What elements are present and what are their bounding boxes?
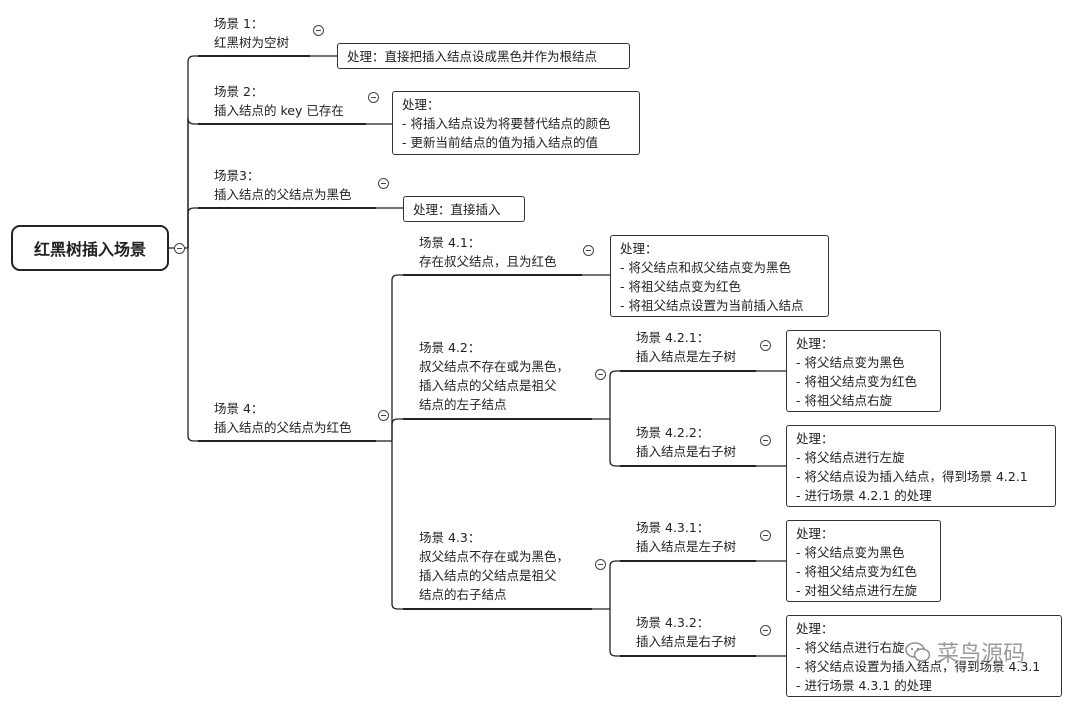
collapse-toggle-icon[interactable] — [378, 410, 389, 421]
scene-4-3-2-condition: 插入结点是右子树 — [636, 634, 737, 649]
scene-4-2-node[interactable]: 场景 4.2： 叔父结点不存在或为黑色， 插入结点的父结点是祖父 结点的左子结点 — [419, 338, 569, 414]
scene-4-3-2-node[interactable]: 场景 4.3.2： 插入结点是右子树 — [636, 613, 736, 651]
handling-line: - 将父结点进行左旋 — [796, 450, 905, 465]
scene-4-condition: 插入结点的父结点为红色 — [214, 420, 352, 435]
collapse-toggle-icon[interactable] — [583, 245, 594, 256]
collapse-toggle-icon[interactable] — [368, 92, 379, 103]
scene-2-handling-box[interactable]: 处理： - 将插入结点设为将要替代结点的颜色 - 更新当前结点的值为插入结点的值 — [392, 91, 640, 155]
scene-3-node[interactable]: 场景3： 插入结点的父结点为黑色 — [214, 166, 352, 204]
handling-line: 处理： — [796, 431, 834, 446]
handling-line: 处理： — [402, 97, 440, 112]
scene-4-3-condition: 插入结点的父结点是祖父 — [419, 568, 557, 583]
handling-line: - 将父结点设置为插入结点，得到场景 4.3.1 — [796, 659, 1041, 674]
handling-line: 处理： — [796, 621, 834, 636]
collapse-toggle-icon[interactable] — [760, 435, 771, 446]
scene-1-title: 场景 1： — [214, 16, 264, 31]
scene-4-2-1-title: 场景 4.2.1： — [636, 330, 710, 345]
scene-4-title: 场景 4： — [214, 401, 264, 416]
scene-4-3-1-title: 场景 4.3.1： — [636, 520, 710, 535]
scene-3-handling-box[interactable]: 处理：直接插入 — [403, 196, 525, 222]
scene-4-2-1-condition: 插入结点是左子树 — [636, 349, 737, 364]
collapse-toggle-icon[interactable] — [595, 559, 606, 570]
handling-line: - 将父结点设为插入结点，得到场景 4.2.1 — [796, 469, 1028, 484]
scene-4-node[interactable]: 场景 4： 插入结点的父结点为红色 — [214, 399, 352, 437]
scene-4-3-2-title: 场景 4.3.2： — [636, 615, 710, 630]
handling-line: 处理：直接把插入结点设成黑色并作为根结点 — [347, 49, 598, 64]
collapse-toggle-icon[interactable] — [760, 340, 771, 351]
scene-4-2-2-handling-box[interactable]: 处理： - 将父结点进行左旋 - 将父结点设为插入结点，得到场景 4.2.1 -… — [786, 425, 1056, 507]
scene-4-1-handling-box[interactable]: 处理： - 将父结点和叔父结点变为黑色 - 将祖父结点变为红色 - 将祖父结点设… — [610, 235, 829, 317]
scene-4-3-1-condition: 插入结点是左子树 — [636, 539, 737, 554]
scene-2-title: 场景 2： — [214, 84, 264, 99]
scene-4-1-node[interactable]: 场景 4.1： 存在叔父结点，且为红色 — [419, 233, 557, 271]
handling-line: - 将父结点进行右旋 — [796, 640, 905, 655]
collapse-toggle-icon[interactable] — [595, 369, 606, 380]
scene-1-node[interactable]: 场景 1： 红黑树为空树 — [214, 14, 289, 52]
handling-line: - 将插入结点设为将要替代结点的颜色 — [402, 116, 611, 131]
scene-4-2-2-condition: 插入结点是右子树 — [636, 444, 737, 459]
scene-4-3-condition: 结点的右子结点 — [419, 587, 507, 602]
scene-4-2-2-title: 场景 4.2.2： — [636, 425, 710, 440]
handling-line: - 进行场景 4.2.1 的处理 — [796, 488, 932, 503]
handling-line: - 将祖父结点设置为当前插入结点 — [620, 298, 804, 313]
scene-3-title: 场景3： — [214, 168, 260, 183]
handling-line: - 将父结点变为黑色 — [796, 355, 905, 370]
handling-line: 处理： — [620, 241, 658, 256]
root-node[interactable]: 红黑树插入场景 — [11, 225, 169, 271]
collapse-toggle-icon[interactable] — [313, 25, 324, 36]
handling-line: 处理： — [796, 336, 834, 351]
watermark-text: 菜鸟源码 — [937, 642, 1026, 667]
collapse-toggle-icon[interactable] — [760, 530, 771, 541]
scene-4-1-title: 场景 4.1： — [419, 235, 481, 250]
scene-4-2-2-node[interactable]: 场景 4.2.2： 插入结点是右子树 — [636, 423, 736, 461]
scene-4-2-condition: 结点的左子结点 — [419, 397, 507, 412]
scene-4-2-1-handling-box[interactable]: 处理： - 将父结点变为黑色 - 将祖父结点变为红色 - 将祖父结点右旋 — [786, 330, 941, 412]
handling-line: - 对祖父结点进行左旋 — [796, 583, 917, 598]
handling-line: - 将祖父结点变为红色 — [796, 374, 917, 389]
handling-line: 处理：直接插入 — [413, 202, 501, 217]
collapse-toggle-icon[interactable] — [760, 625, 771, 636]
scene-4-3-1-node[interactable]: 场景 4.3.1： 插入结点是左子树 — [636, 518, 736, 556]
scene-1-condition: 红黑树为空树 — [214, 35, 290, 50]
scene-4-3-title: 场景 4.3： — [419, 530, 481, 545]
scene-4-1-condition: 存在叔父结点，且为红色 — [419, 254, 557, 269]
collapse-toggle-icon[interactable] — [378, 178, 389, 189]
handling-line: - 将父结点和叔父结点变为黑色 — [620, 260, 791, 275]
scene-1-handling-box[interactable]: 处理：直接把插入结点设成黑色并作为根结点 — [337, 43, 630, 69]
scene-4-3-condition: 叔父结点不存在或为黑色， — [419, 549, 570, 564]
handling-line: - 将祖父结点右旋 — [796, 393, 892, 408]
handling-line: - 更新当前结点的值为插入结点的值 — [402, 135, 598, 150]
handling-line: - 将祖父结点变为红色 — [796, 564, 917, 579]
handling-line: - 进行场景 4.3.1 的处理 — [796, 678, 932, 693]
scene-4-2-1-node[interactable]: 场景 4.2.1： 插入结点是左子树 — [636, 328, 736, 366]
scene-3-condition: 插入结点的父结点为黑色 — [214, 187, 352, 202]
scene-4-3-node[interactable]: 场景 4.3： 叔父结点不存在或为黑色， 插入结点的父结点是祖父 结点的右子结点 — [419, 528, 569, 604]
handling-line: - 将父结点变为黑色 — [796, 545, 905, 560]
watermark: 菜鸟源码 — [905, 636, 1025, 668]
handling-line: - 将祖父结点变为红色 — [620, 279, 741, 294]
scene-4-2-condition: 插入结点的父结点是祖父 — [419, 378, 557, 393]
collapse-toggle-icon[interactable] — [174, 243, 185, 254]
scene-4-2-condition: 叔父结点不存在或为黑色， — [419, 359, 570, 374]
scene-2-node[interactable]: 场景 2： 插入结点的 key 已存在 — [214, 82, 344, 120]
handling-line: 处理： — [796, 526, 834, 541]
scene-4-2-title: 场景 4.2： — [419, 340, 481, 355]
scene-4-3-1-handling-box[interactable]: 处理： - 将父结点变为黑色 - 将祖父结点变为红色 - 对祖父结点进行左旋 — [786, 520, 941, 602]
wechat-icon — [905, 641, 931, 663]
scene-2-condition: 插入结点的 key 已存在 — [214, 103, 344, 118]
